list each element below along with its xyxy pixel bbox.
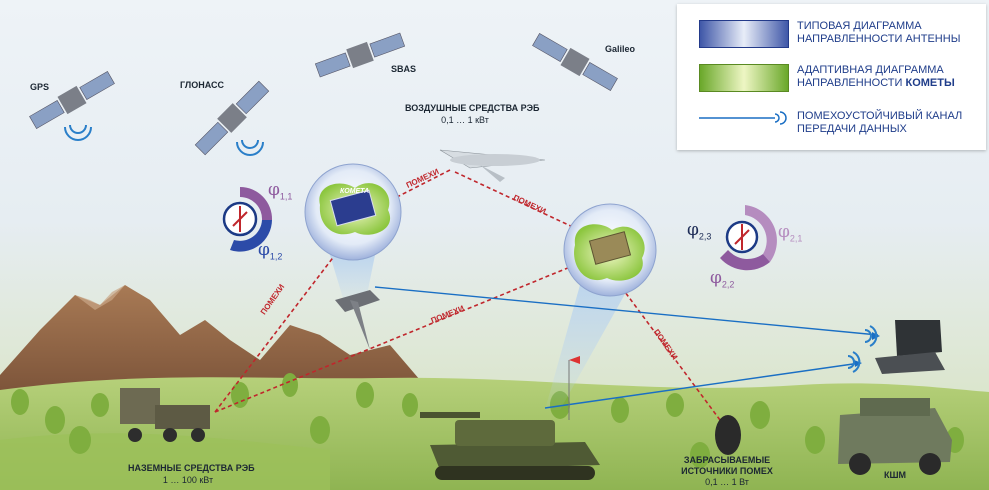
legend-adaptive: АДАПТИВНАЯ ДИАГРАММА НАПРАВЛЕННОСТИ КОМЕ… — [677, 60, 986, 100]
laptop-signal-waves — [847, 325, 878, 373]
legend: ТИПОВАЯ ДИАГРАММА НАПРАВЛЕННОСТИ АНТЕННЫ… — [677, 4, 986, 150]
glonass-label: ГЛОНАСС — [180, 80, 224, 90]
phi-right-left: φ2,3 — [687, 220, 712, 242]
legend-adaptive-swatch — [699, 64, 789, 92]
phi-right-bottom: φ2,2 — [710, 268, 735, 290]
legend-typical-text: ТИПОВАЯ ДИАГРАММА НАПРАВЛЕННОСТИ АНТЕННЫ — [797, 20, 961, 45]
gps-label: GPS — [30, 82, 50, 92]
galileo-label: Galileo — [605, 44, 636, 54]
legend-typical-swatch — [699, 20, 789, 48]
module-brand-uav: КОМЕТА — [340, 188, 370, 195]
signal-waves — [64, 124, 264, 156]
satellite-sbas — [314, 32, 406, 78]
air-ew-title: ВОЗДУШНЫЕ СРЕДСТВА РЭБ — [405, 103, 540, 113]
legend-channel-line — [699, 111, 787, 125]
antenna-bubble-tank — [563, 203, 657, 297]
command-vehicle — [838, 398, 952, 475]
dropped-ew-power: 0,1 … 1 Вт — [705, 477, 749, 487]
uav — [335, 290, 380, 350]
legend-typical: ТИПОВАЯ ДИАГРАММА НАПРАВЛЕННОСТИ АНТЕННЫ — [677, 16, 986, 56]
legend-channel: ПОМЕХОУСТОЙЧИВЫЙ КАНАЛ ПЕРЕДАЧИ ДАННЫХ — [677, 106, 986, 146]
mountain-snow — [75, 285, 125, 310]
angle-gauge-right — [720, 205, 777, 271]
interference-lines — [214, 169, 721, 421]
laptop — [875, 320, 945, 374]
air-drone — [439, 149, 546, 182]
command-post-label: КШМ — [884, 470, 907, 480]
dropped-ew-title-1: ЗАБРАСЫВАЕМЫЕ — [683, 455, 771, 465]
legend-adaptive-text: АДАПТИВНАЯ ДИАГРАММА НАПРАВЛЕННОСТИ КОМЕ… — [797, 64, 955, 89]
beam-tank — [545, 285, 630, 410]
tank — [420, 356, 600, 480]
antenna-bubble-uav — [304, 163, 402, 261]
dropped-ew-title-2: ИСТОЧНИКИ ПОМЕХ — [681, 466, 773, 476]
data-link-lines — [374, 286, 879, 409]
dropped-jammer — [715, 415, 741, 455]
phi-left-top: φ1,1 — [268, 180, 293, 202]
ew-truck — [120, 388, 210, 442]
ground-ew-title: НАЗЕМНЫЕ СРЕДСТВА РЭБ — [128, 463, 255, 473]
angle-gauge-left — [222, 186, 273, 252]
tree-group — [11, 373, 964, 468]
air-ew-power: 0,1 … 1 кВт — [441, 115, 489, 125]
satellite-glonass — [194, 80, 270, 156]
phi-left-bottom: φ1,2 — [258, 240, 283, 262]
legend-channel-text: ПОМЕХОУСТОЙЧИВЫЙ КАНАЛ ПЕРЕДАЧИ ДАННЫХ — [797, 110, 963, 135]
satellite-galileo — [532, 33, 618, 91]
satellite-gps — [29, 71, 115, 129]
phi-right-top: φ2,1 — [778, 222, 803, 244]
sbas-label: SBAS — [391, 64, 417, 74]
ground-ew-power: 1 … 100 кВт — [162, 475, 214, 485]
